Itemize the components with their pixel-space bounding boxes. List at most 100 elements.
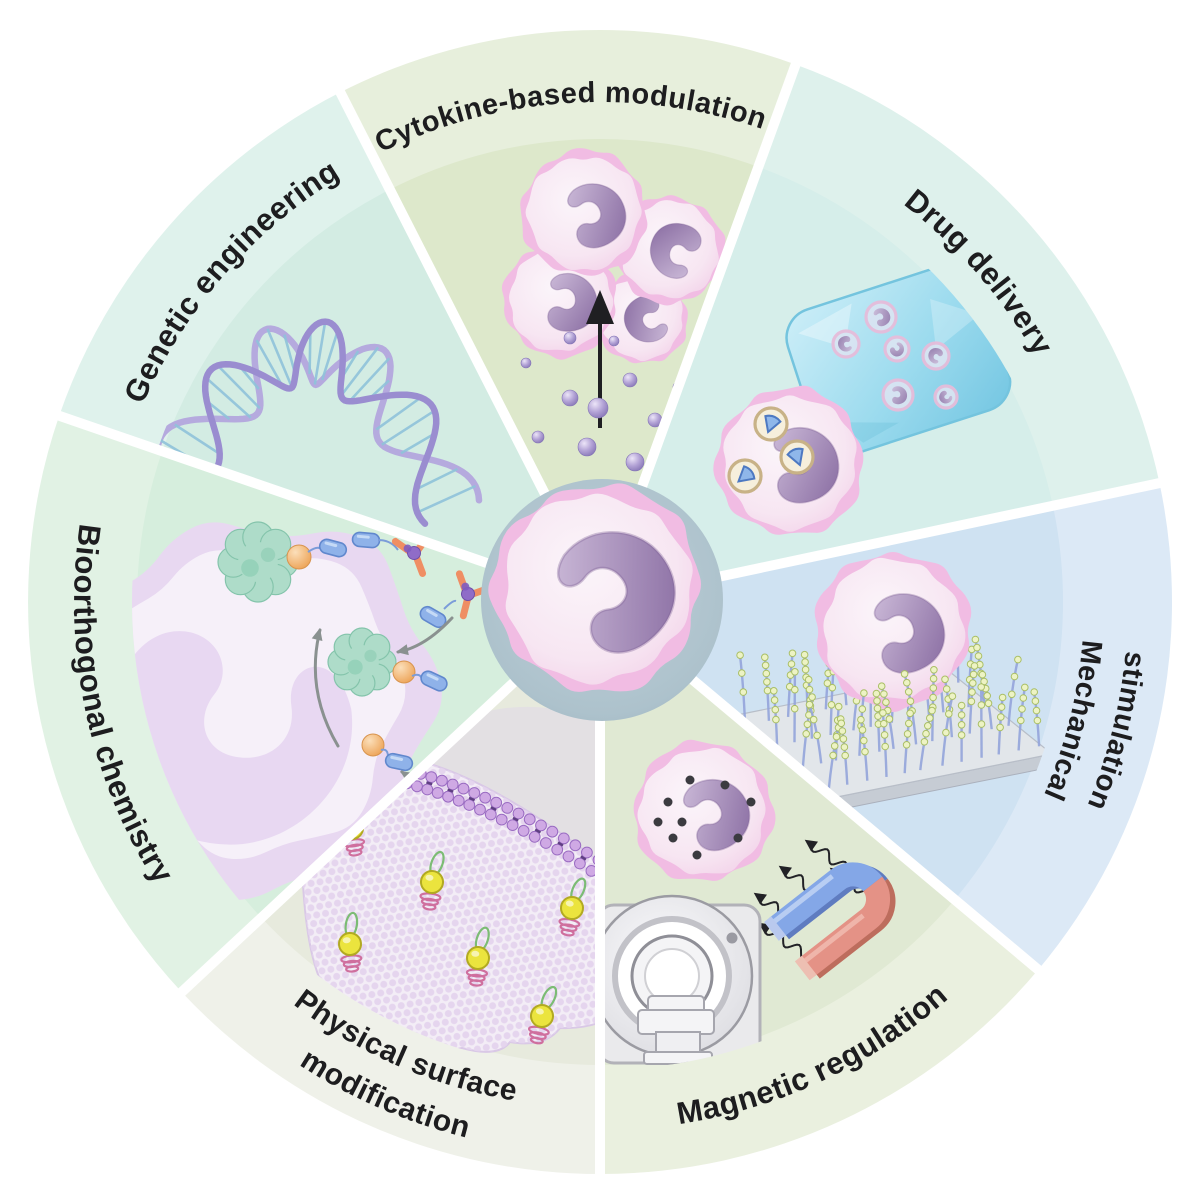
mri-detail-dot [726, 932, 738, 944]
pillar-bead [929, 693, 937, 702]
cytokine-particle-icon [608, 335, 620, 347]
lipid-head [468, 787, 481, 799]
pillar-bead [970, 662, 979, 670]
lipid-head [569, 839, 582, 852]
linker-sphere-icon [361, 733, 385, 757]
magnetic-nanoparticle [663, 797, 673, 807]
pillar-bead [834, 702, 843, 711]
pillar-bead [967, 697, 976, 706]
decor [311, 628, 323, 641]
pillar-bead [920, 738, 929, 746]
pillar-bead [808, 693, 816, 701]
lipid-head [425, 771, 438, 783]
pillar-bead [971, 635, 980, 644]
pillar-bead [801, 665, 810, 674]
pillar-bead [736, 651, 744, 660]
pillar-bead [823, 679, 832, 688]
anchored-molecule-icon [527, 985, 558, 1045]
drug-particle-icon [779, 439, 815, 475]
magnetic-nanoparticle [720, 780, 730, 790]
lipid-head [512, 807, 525, 820]
wheel: Cytokine-based modulation Drug delivery … [28, 29, 1173, 1180]
sector-divider-line [684, 671, 1046, 978]
magnetic-nanoparticle [653, 817, 663, 827]
pillar-bead [978, 670, 987, 679]
magnetic-nanoparticle [746, 797, 756, 807]
linker-sphere-icon [392, 660, 416, 684]
lipid-head [446, 778, 459, 791]
decor [655, 1031, 701, 1055]
pillar-bead [838, 727, 847, 735]
magnetic-nanoparticle [733, 833, 743, 843]
decor [469, 979, 484, 987]
decor [422, 903, 437, 911]
pillar-bead [857, 715, 865, 724]
cell-nucleus [557, 531, 676, 654]
pillar-bead [941, 675, 949, 684]
pillar-bead [957, 731, 966, 739]
pillar-bead [996, 723, 1004, 732]
dna-rung [205, 377, 252, 419]
cytokine-particle-icon [531, 430, 545, 444]
pillar-bead [1014, 655, 1022, 664]
magnet-mri-nanoparticle-cell-icon [600, 739, 896, 1065]
pillar-bead [830, 742, 839, 750]
sector-divider-line [173, 676, 521, 1000]
lipid-head [574, 857, 586, 870]
decor [471, 950, 480, 957]
sector-divider-line [333, 84, 553, 503]
decor [823, 557, 966, 700]
pillar-bead [858, 705, 867, 713]
decor [466, 946, 490, 970]
decor [873, 308, 891, 327]
pillar-bead [791, 685, 799, 694]
pillar-bead [762, 669, 771, 678]
pillar-bead [809, 715, 818, 724]
pillar-bead [926, 714, 934, 722]
decor [753, 892, 767, 905]
pillar-bead [968, 688, 976, 696]
decor [644, 948, 700, 1004]
decor [889, 342, 904, 357]
lipid-tail [468, 796, 476, 802]
decor [921, 341, 951, 371]
pillar-bead [983, 692, 992, 700]
dna-strand [157, 325, 483, 504]
decor [425, 874, 434, 881]
magnetic-nanoparticle [668, 833, 678, 843]
lipid-head [506, 819, 519, 831]
lipid-head [436, 774, 448, 787]
pillar-bead [969, 679, 977, 687]
lipid-head [523, 813, 536, 826]
pillar-bead [1032, 706, 1041, 715]
cytokine-particle-icon [520, 357, 532, 369]
decor [883, 335, 911, 363]
sector-dividers [51, 57, 1167, 1180]
dna-rung [174, 423, 221, 455]
pillar-bead [801, 658, 809, 666]
pillar-bead [839, 735, 848, 743]
pillar-bead [832, 732, 841, 741]
lipid-tail [426, 781, 433, 786]
decor [377, 539, 399, 551]
pillar-bead [998, 693, 1007, 702]
dna-rung [266, 328, 294, 389]
cytokine-particle-icon [561, 389, 579, 407]
pillar-bead [763, 678, 771, 686]
decor [928, 347, 943, 364]
sector-physical-surface-modification: Physical surface modification [181, 602, 600, 1174]
pillar-bead [1033, 716, 1042, 725]
pillar-bead [957, 701, 966, 710]
pillar-bead [860, 689, 868, 697]
dna-rung [348, 357, 391, 403]
pillar-bead [828, 683, 837, 692]
decor [420, 870, 444, 894]
pillar-bead [803, 720, 812, 729]
anchored-molecule-icon [558, 877, 587, 937]
pillar-bead [827, 701, 836, 709]
decor [772, 874, 834, 924]
pillar-bead [948, 692, 957, 701]
sector-bioorthogonal-chemistry: Bioorthogonal chemistry [28, 415, 600, 993]
decor [342, 937, 351, 944]
